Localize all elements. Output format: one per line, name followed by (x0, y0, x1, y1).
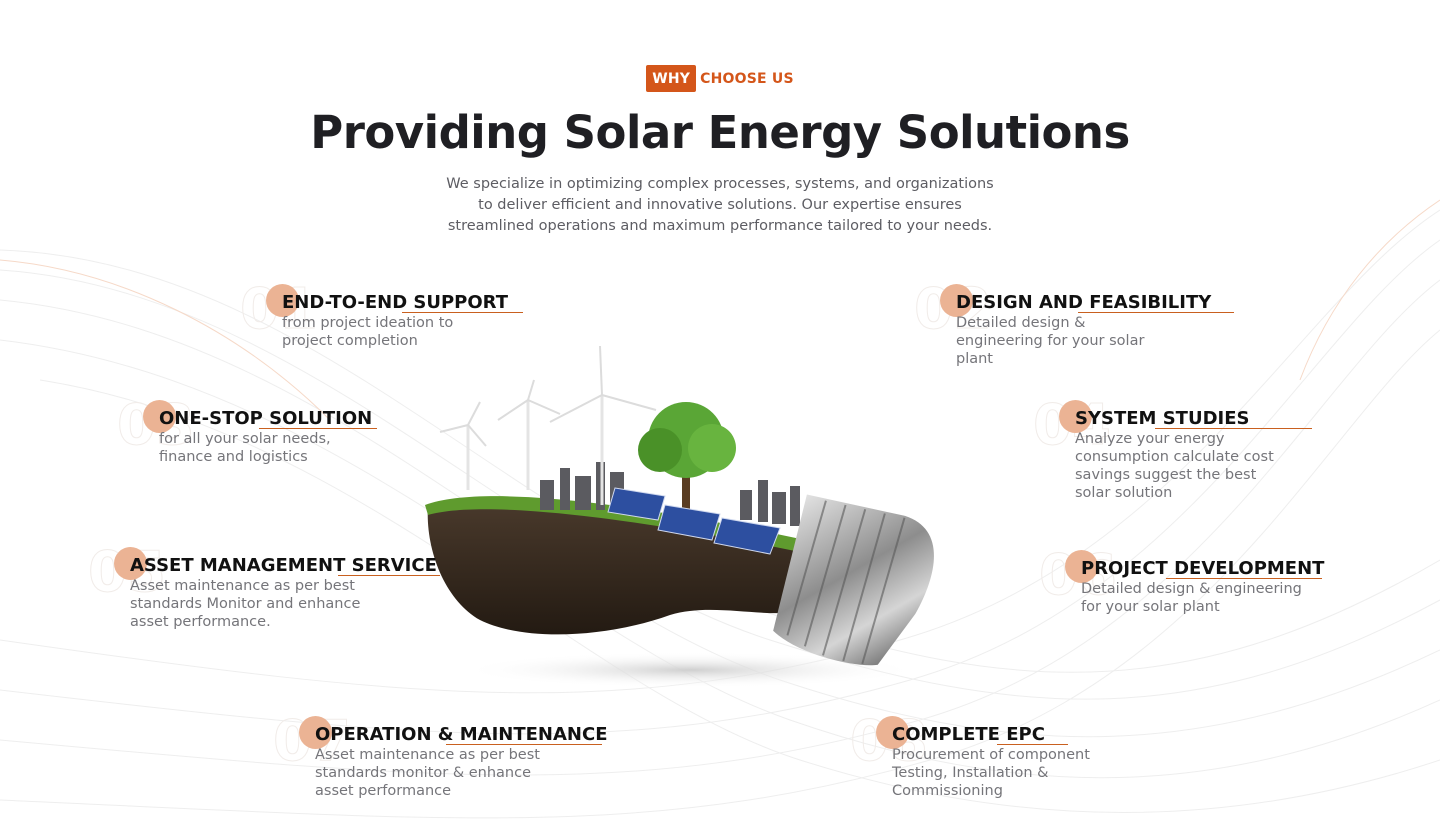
feature-dot-icon (266, 284, 299, 317)
feature-dot-icon (876, 716, 909, 749)
feature-description: from project ideation to project complet… (282, 315, 454, 349)
feature-title: OPERATION & MAINTENANCE (315, 724, 608, 745)
feature-dot-icon (299, 716, 332, 749)
feature-title-underline (1078, 312, 1234, 313)
feature-description: Asset maintenance as per best standards … (315, 747, 540, 799)
feature-title-underline (1155, 428, 1312, 429)
feature-project-development: 06 PROJECT DEVELOPMENT Detailed design &… (1039, 547, 1325, 616)
feature-title: COMPLETE EPC (892, 724, 1045, 745)
feature-operation-and-maintenance: 07 OPERATION & MAINTENANCE Asset mainten… (273, 713, 608, 800)
feature-title-underline (997, 744, 1068, 745)
feature-complete-epc: 08 COMPLETE EPC Procurement of component… (850, 713, 1097, 800)
solar-bulb-illustration (425, 345, 934, 688)
feature-asset-management-service: 05 ASSET MANAGEMENT SERVICE Asset mainte… (88, 544, 440, 631)
feature-description: Procurement of component Testing, Instal… (892, 747, 1090, 799)
eyebrow-tag: WHY (646, 65, 697, 92)
feature-system-studies: 04 SYSTEM STUDIES Analyze your energy co… (1033, 397, 1312, 502)
feature-title: ASSET MANAGEMENT SERVICE (130, 555, 437, 576)
feature-one-stop-solution: 03 ONE-STOP SOLUTION for all your solar … (117, 397, 377, 466)
feature-title: ONE-STOP SOLUTION (159, 408, 373, 429)
feature-title-underline (338, 575, 440, 576)
feature-title: PROJECT DEVELOPMENT (1081, 558, 1325, 579)
feature-title-underline (402, 312, 523, 313)
feature-description: Detailed design & engineering for your s… (1081, 581, 1302, 615)
feature-title-underline (1166, 578, 1322, 579)
feature-description: Asset maintenance as per best standards … (130, 578, 361, 630)
feature-dot-icon (1059, 400, 1092, 433)
feature-title: SYSTEM STUDIES (1075, 408, 1250, 429)
feature-title: END-TO-END SUPPORT (282, 292, 509, 313)
page-title: Providing Solar Energy Solutions (310, 106, 1130, 159)
feature-description: Analyze your energy consumption calculat… (1075, 431, 1274, 501)
feature-end-to-end-support: 01 END-TO-END SUPPORT from project ideat… (240, 281, 523, 350)
feature-dot-icon (114, 547, 147, 580)
feature-title-underline (259, 428, 377, 429)
eyebrow-text: CHOOSE US (700, 71, 794, 87)
feature-dot-icon (143, 400, 176, 433)
feature-description: for all your solar needs, finance and lo… (159, 431, 331, 465)
feature-description: Detailed design & engineering for your s… (956, 315, 1145, 367)
feature-title-underline (446, 744, 602, 745)
feature-dot-icon (1065, 550, 1098, 583)
page-subtitle: We specialize in optimizing complex proc… (446, 176, 994, 234)
feature-title: DESIGN AND FEASIBILITY (956, 292, 1212, 313)
feature-design-and-feasibility: 02 DESIGN AND FEASIBILITY Detailed desig… (914, 281, 1234, 368)
feature-dot-icon (940, 284, 973, 317)
